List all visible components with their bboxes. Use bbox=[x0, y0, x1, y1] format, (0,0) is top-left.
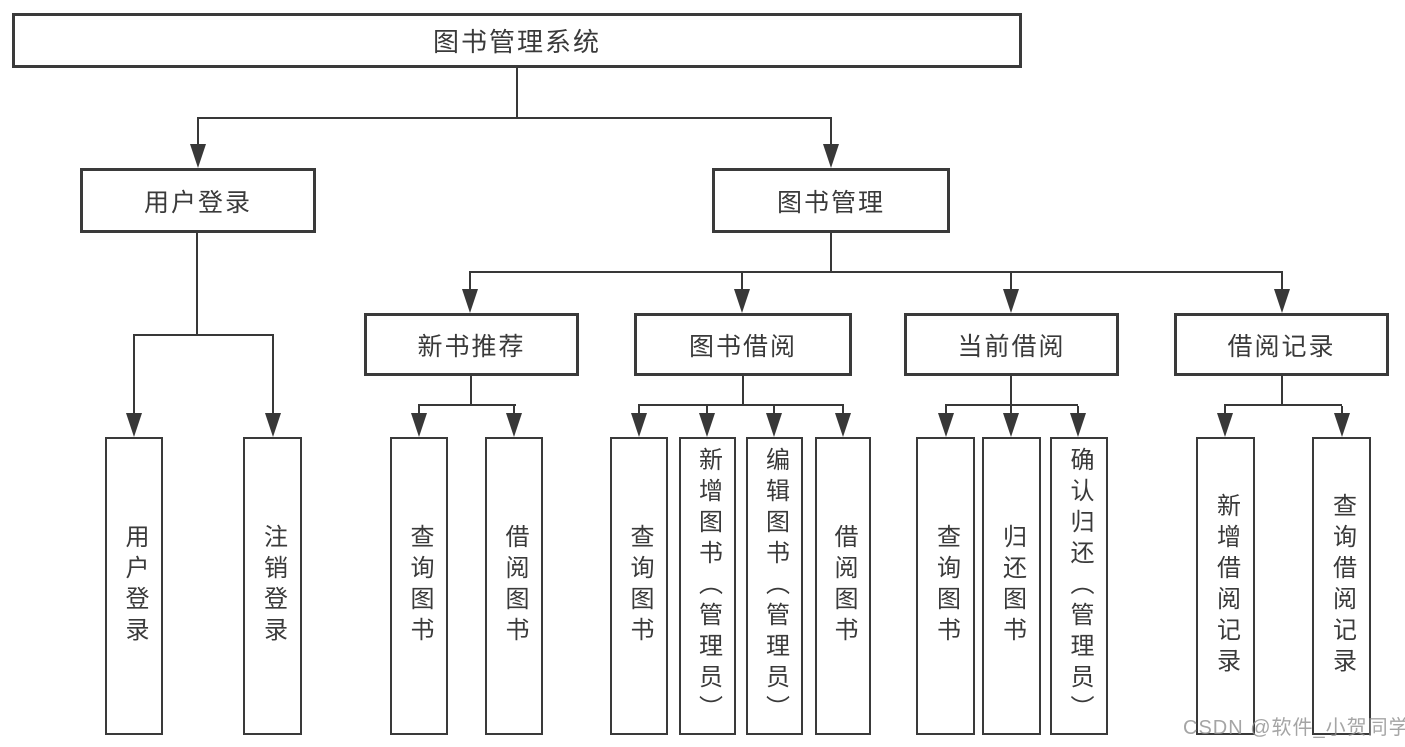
node-book-management-label: 图书管理 bbox=[776, 188, 885, 217]
node-borrow-records-label: 借阅记录 bbox=[1227, 332, 1336, 361]
connector-line bbox=[945, 404, 1078, 406]
leaf-edit-book-admin-label: 编辑图书（管理员） bbox=[761, 446, 789, 726]
connector-line bbox=[418, 406, 420, 415]
connector-line bbox=[272, 336, 274, 415]
connector-line bbox=[1341, 406, 1343, 415]
leaf-query-books-current-label: 查询图书 bbox=[932, 524, 960, 648]
leaf-query-books-borrow: 查询图书 bbox=[610, 437, 668, 735]
arrowhead-down-icon bbox=[938, 413, 954, 437]
node-new-book-recommend-label: 新书推荐 bbox=[417, 332, 526, 361]
arrowhead-down-icon bbox=[126, 413, 142, 437]
leaf-logout-label: 注销登录 bbox=[259, 524, 287, 648]
arrowhead-down-icon bbox=[766, 413, 782, 437]
leaf-user-login-label: 用户登录 bbox=[121, 524, 148, 648]
leaf-borrow-book-label: 借阅图书 bbox=[830, 524, 857, 648]
arrowhead-down-icon bbox=[699, 413, 715, 437]
leaf-confirm-return-admin-label: 确认归还（管理员） bbox=[1066, 446, 1093, 726]
connector-line bbox=[418, 404, 516, 406]
leaf-query-books-recommend-label: 查询图书 bbox=[406, 524, 433, 648]
leaf-query-books-current: 查询图书 bbox=[916, 437, 975, 735]
node-borrow-records: 借阅记录 bbox=[1174, 313, 1389, 376]
node-book-borrow: 图书借阅 bbox=[634, 313, 852, 376]
leaf-query-books-borrow-label: 查询图书 bbox=[626, 524, 653, 648]
arrowhead-down-icon bbox=[1003, 289, 1019, 313]
connector-line bbox=[470, 376, 472, 406]
connector-line bbox=[196, 233, 198, 336]
connector-line bbox=[1010, 406, 1012, 415]
leaf-borrow-books-recommend-label: 借阅图书 bbox=[501, 524, 528, 648]
arrowhead-down-icon bbox=[411, 413, 427, 437]
node-root: 图书管理系统 bbox=[12, 13, 1022, 68]
connector-line bbox=[773, 406, 775, 415]
connector-line bbox=[742, 376, 744, 406]
node-user-login-label: 用户登录 bbox=[143, 188, 252, 217]
connector-line bbox=[513, 406, 515, 415]
connector-line bbox=[830, 119, 832, 147]
connector-line bbox=[638, 406, 640, 415]
leaf-query-books-recommend: 查询图书 bbox=[390, 437, 448, 735]
leaf-borrow-books-recommend: 借阅图书 bbox=[485, 437, 543, 735]
arrowhead-down-icon bbox=[734, 289, 750, 313]
leaf-add-book-admin-label: 新增图书（管理员） bbox=[694, 446, 722, 726]
arrowhead-down-icon bbox=[506, 413, 522, 437]
node-current-borrow-label: 当前借阅 bbox=[957, 332, 1066, 361]
leaf-user-login: 用户登录 bbox=[105, 437, 163, 735]
connector-line bbox=[842, 406, 844, 415]
arrowhead-down-icon bbox=[1334, 413, 1350, 437]
node-book-borrow-label: 图书借阅 bbox=[688, 332, 797, 361]
connector-line bbox=[706, 406, 708, 415]
arrowhead-down-icon bbox=[835, 413, 851, 437]
connector-line bbox=[741, 273, 743, 291]
arrowhead-down-icon bbox=[1003, 413, 1019, 437]
leaf-logout: 注销登录 bbox=[243, 437, 302, 735]
connector-line bbox=[469, 273, 471, 291]
node-root-label: 图书管理系统 bbox=[432, 27, 601, 57]
connector-line bbox=[1281, 376, 1283, 406]
connector-line bbox=[197, 117, 832, 119]
connector-line bbox=[133, 336, 135, 415]
connector-line bbox=[1010, 376, 1012, 406]
arrowhead-down-icon bbox=[462, 289, 478, 313]
arrowhead-down-icon bbox=[1274, 289, 1290, 313]
node-user-login: 用户登录 bbox=[80, 168, 316, 233]
watermark: CSDN @软件_小贺同学 bbox=[1183, 717, 1405, 739]
leaf-add-book-admin: 新增图书（管理员） bbox=[679, 437, 736, 735]
leaf-add-borrow-record-label: 新增借阅记录 bbox=[1212, 493, 1240, 679]
connector-line bbox=[830, 233, 832, 272]
connector-line bbox=[945, 406, 947, 415]
connector-line bbox=[516, 68, 518, 118]
connector-line bbox=[197, 119, 199, 147]
leaf-return-book: 归还图书 bbox=[982, 437, 1041, 735]
leaf-borrow-book: 借阅图书 bbox=[815, 437, 871, 735]
leaf-add-borrow-record: 新增借阅记录 bbox=[1196, 437, 1255, 735]
node-new-book-recommend: 新书推荐 bbox=[364, 313, 579, 376]
connector-line bbox=[1224, 406, 1226, 415]
leaf-confirm-return-admin: 确认归还（管理员） bbox=[1050, 437, 1108, 735]
arrowhead-down-icon bbox=[631, 413, 647, 437]
connector-line bbox=[133, 334, 274, 336]
node-current-borrow: 当前借阅 bbox=[904, 313, 1119, 376]
connector-line bbox=[1010, 273, 1012, 291]
arrowhead-down-icon bbox=[190, 144, 206, 168]
connector-line bbox=[638, 404, 844, 406]
arrowhead-down-icon bbox=[1070, 413, 1086, 437]
connector-line bbox=[1224, 404, 1342, 406]
connector-line bbox=[1077, 406, 1079, 415]
connector-line bbox=[469, 271, 1283, 273]
leaf-return-book-label: 归还图书 bbox=[998, 524, 1026, 648]
leaf-edit-book-admin: 编辑图书（管理员） bbox=[746, 437, 803, 735]
arrowhead-down-icon bbox=[823, 144, 839, 168]
leaf-query-borrow-record: 查询借阅记录 bbox=[1312, 437, 1371, 735]
connector-line bbox=[1281, 273, 1283, 291]
leaf-query-borrow-record-label: 查询借阅记录 bbox=[1328, 493, 1356, 679]
arrowhead-down-icon bbox=[265, 413, 281, 437]
node-book-management: 图书管理 bbox=[712, 168, 950, 233]
arrowhead-down-icon bbox=[1217, 413, 1233, 437]
